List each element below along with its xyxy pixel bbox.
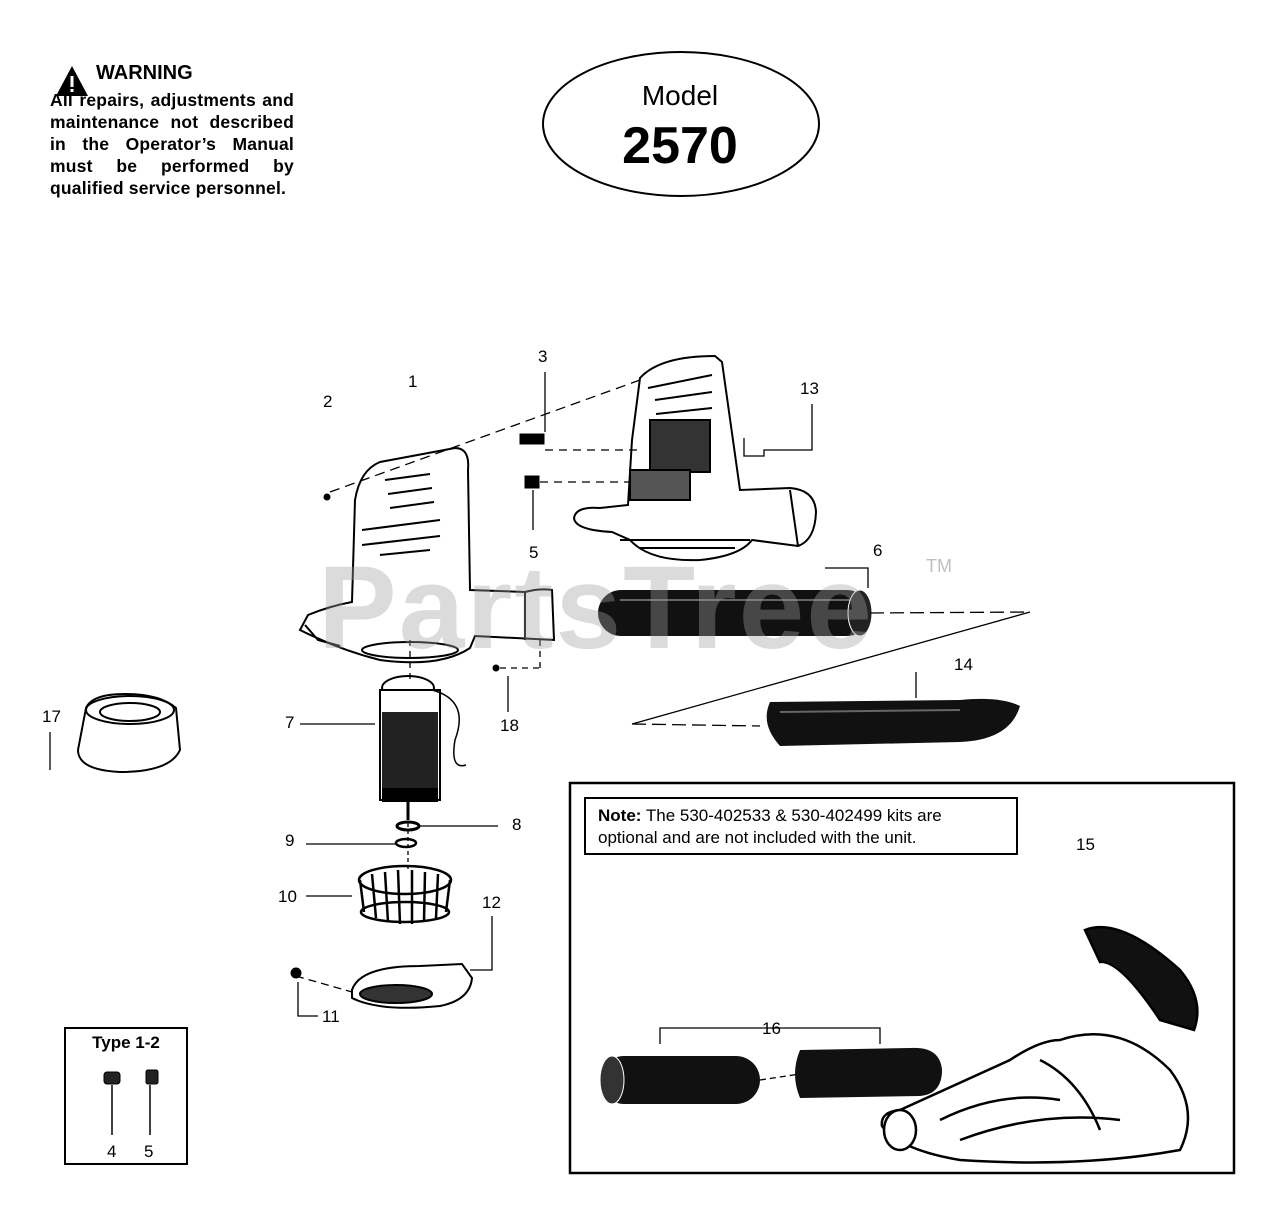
housing-right-illustration	[572, 354, 818, 562]
watermark-tm: TM	[926, 556, 952, 576]
watermark: PartsTree	[318, 542, 874, 674]
screws-illustration	[290, 433, 545, 979]
motor-illustration	[379, 675, 467, 820]
callout-5-type: 5	[144, 1142, 153, 1161]
callout-11: 11	[322, 1007, 340, 1026]
callout-2: 2	[323, 392, 332, 411]
fan-illustration	[357, 864, 453, 925]
callout-17: 17	[42, 707, 61, 726]
callout-18: 18	[500, 716, 519, 735]
tube-6-illustration	[598, 589, 873, 637]
housing-left-illustration	[298, 446, 556, 664]
callout-4: 4	[107, 1142, 116, 1161]
note-label: Note:	[598, 806, 642, 825]
callout-12: 12	[482, 893, 501, 912]
model-label: Model	[641, 80, 719, 111]
warning-text: All repairs, adjustments and maintenance…	[50, 90, 294, 198]
bag-illustration	[880, 925, 1199, 1164]
tube-14-illustration	[766, 698, 1020, 746]
cap-illustration	[76, 692, 182, 774]
callout-9: 9	[285, 831, 294, 850]
type-box	[64, 1027, 188, 1165]
kit-box	[568, 781, 1236, 1175]
note-box: Note: The 530-402533 & 530-402499 kits a…	[584, 797, 1018, 855]
callout-5: 5	[529, 543, 538, 562]
switch-parts-illustration	[103, 1069, 159, 1135]
warning-triangle-icon	[56, 66, 88, 96]
warning-title: WARNING	[96, 62, 193, 84]
leader-lines	[49, 372, 1031, 1081]
callout-6: 6	[873, 541, 882, 560]
callout-1: 1	[408, 372, 417, 391]
cover-illustration	[351, 962, 474, 1009]
callout-13: 13	[800, 379, 819, 398]
callout-8: 8	[512, 815, 521, 834]
washer-9	[394, 837, 418, 849]
callout-15: 15	[1076, 835, 1095, 854]
callout-14: 14	[954, 655, 973, 674]
callout-16: 16	[762, 1019, 781, 1038]
callout-3: 3	[538, 347, 547, 366]
callout-10: 10	[278, 887, 297, 906]
warning-block: WARNING All repairs, adjustments and mai…	[50, 62, 294, 199]
tubes-16-illustration	[599, 1047, 942, 1105]
note-text: The 530-402533 & 530-402499 kits are opt…	[598, 806, 942, 847]
model-ellipse	[542, 51, 820, 197]
callout-7: 7	[285, 713, 294, 732]
type-label: Type 1-2	[92, 1033, 160, 1052]
model-number: 2570	[622, 117, 738, 175]
